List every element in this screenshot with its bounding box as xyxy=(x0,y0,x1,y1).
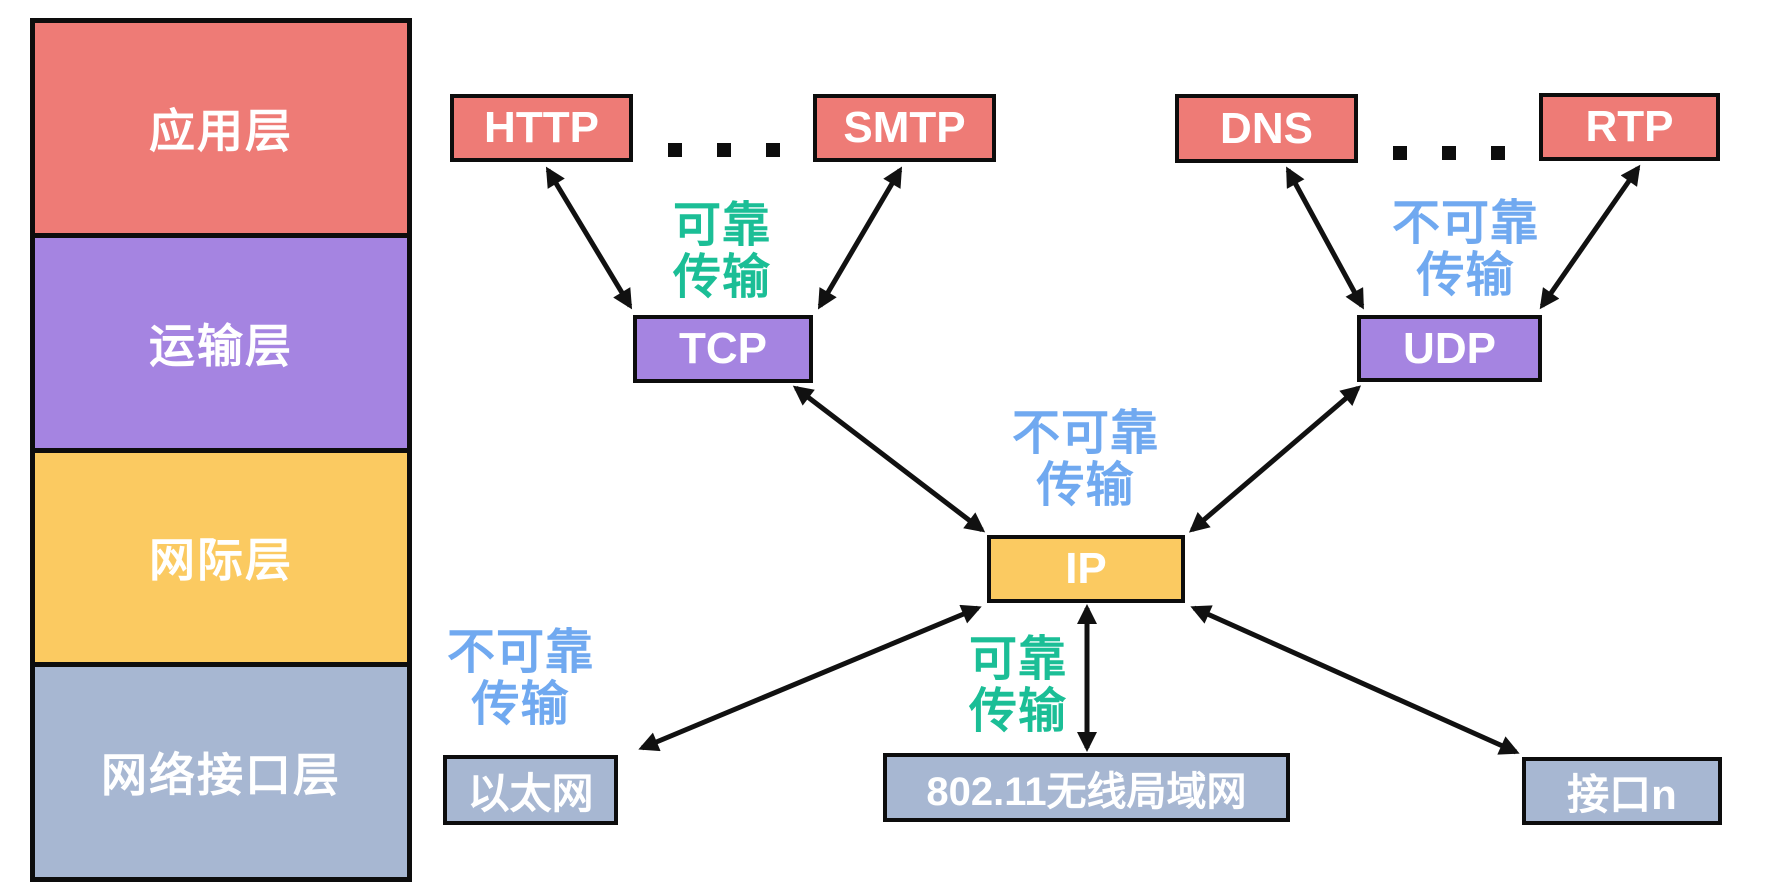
protocol-box-ip: IP xyxy=(987,535,1185,603)
layer-transport: 运输层 xyxy=(35,237,407,453)
arrow-http-tcp xyxy=(545,166,633,310)
protocol-box-interface-n: 接口n xyxy=(1522,757,1722,825)
layer-internet: 网际层 xyxy=(35,452,407,668)
protocol-box-smtp: SMTP xyxy=(813,94,996,162)
protocol-box-ethernet: 以太网 xyxy=(443,755,618,825)
layer-application-label: 应用层 xyxy=(149,104,293,157)
arrow-smtp-tcp xyxy=(817,166,903,310)
layer-stack: 应用层 运输层 网际层 网络接口层 xyxy=(30,18,412,882)
annotation-wlan-reliable: 可靠 传输 xyxy=(938,634,1098,738)
dot-icon xyxy=(1491,146,1505,160)
annotation-ip-unreliable: 不可靠 传输 xyxy=(1003,408,1168,512)
annotation-tcp-reliable: 可靠 传输 xyxy=(632,200,812,304)
arrow-dns-udp xyxy=(1285,166,1365,310)
annotation-line: 传输 xyxy=(672,251,771,304)
dot-icon xyxy=(1442,146,1456,160)
annotation-line: 不可靠 xyxy=(1391,197,1539,250)
annotation-udp-unreliable: 不可靠 传输 xyxy=(1383,198,1548,302)
annotation-ethernet-unreliable: 不可靠 传输 xyxy=(438,627,603,731)
annotation-line: 可靠 xyxy=(968,633,1067,686)
layer-application: 应用层 xyxy=(35,23,407,238)
annotation-line: 传输 xyxy=(968,685,1067,738)
protocol-box-tcp: TCP xyxy=(633,315,813,383)
arrow-ip-ethernet xyxy=(638,604,982,752)
layer-network-interface: 网络接口层 xyxy=(35,667,407,877)
arrow-rtp-udp xyxy=(1539,164,1641,310)
annotation-line: 传输 xyxy=(1036,459,1135,512)
protocol-box-udp: UDP xyxy=(1357,315,1542,382)
dot-icon xyxy=(1393,146,1407,160)
annotation-line: 可靠 xyxy=(672,199,771,252)
arrow-ip-interface-n xyxy=(1190,605,1520,755)
protocol-box-http: HTTP xyxy=(450,94,633,162)
ellipsis-icon xyxy=(668,143,780,157)
layer-network-interface-label: 网络接口层 xyxy=(101,749,341,802)
arrow-udp-ip xyxy=(1188,385,1362,533)
dot-icon xyxy=(717,143,731,157)
protocol-box-dns: DNS xyxy=(1175,94,1358,163)
arrow-tcp-ip xyxy=(792,385,986,533)
layer-internet-label: 网际层 xyxy=(149,534,293,587)
ellipsis-icon xyxy=(1393,146,1505,160)
annotation-line: 传输 xyxy=(471,678,570,731)
annotation-line: 不可靠 xyxy=(446,626,594,679)
protocol-box-wlan: 802.11无线局域网 xyxy=(883,753,1290,822)
annotation-line: 传输 xyxy=(1416,249,1515,302)
dot-icon xyxy=(668,143,682,157)
protocol-box-rtp: RTP xyxy=(1539,93,1720,161)
dot-icon xyxy=(766,143,780,157)
annotation-line: 不可靠 xyxy=(1011,407,1159,460)
layer-transport-label: 运输层 xyxy=(149,319,293,372)
